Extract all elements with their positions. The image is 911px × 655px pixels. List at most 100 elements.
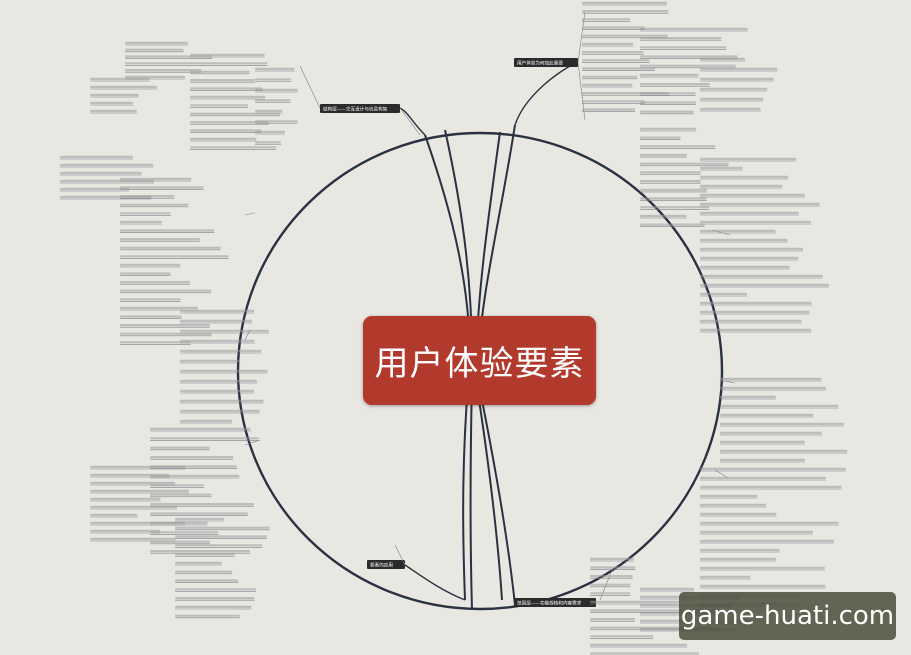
leaf-text-blur <box>720 440 805 443</box>
leaf-text-blur <box>175 535 267 538</box>
leaf-text-blur <box>582 26 645 29</box>
leaf-text-blur <box>720 404 839 407</box>
leaf-text-blur <box>90 473 170 476</box>
leaf-text-blur <box>700 328 812 331</box>
central-topic-node[interactable]: 用户体验要素 <box>363 316 596 405</box>
leaf-text-blur <box>700 503 767 506</box>
leaf-text-blur <box>590 635 654 638</box>
illegible-leaf-text <box>60 1 848 655</box>
leaf-text-blur <box>700 211 800 214</box>
branch-label-element-application[interactable]: 要素的应用 <box>367 560 405 569</box>
leaf-text-blur <box>120 272 171 275</box>
leaf-text-blur <box>120 229 215 232</box>
leaf-text-blur <box>255 88 298 91</box>
branch-label-scope-layer[interactable]: 范围层——功能规格和内容需求 <box>514 598 596 607</box>
leaf-text-blur <box>175 597 255 600</box>
leaf-text-blur <box>590 583 631 586</box>
leaf-text-blur <box>700 476 826 479</box>
leaf-text-blur <box>175 561 222 564</box>
leaf-text-blur <box>120 315 182 318</box>
leaf-text-blur <box>180 329 270 332</box>
leaf-text-blur <box>590 566 636 569</box>
leaf-text-blur <box>582 42 634 45</box>
leaf-text-blur <box>90 77 150 80</box>
leaf-text-blur <box>700 265 790 268</box>
leaf-text-blur <box>590 618 636 621</box>
leaf-text-blur <box>720 431 822 434</box>
leaf-text-blur <box>90 521 185 524</box>
leaf-text-blur <box>120 212 171 215</box>
leaf-text-blur <box>120 203 189 206</box>
leaf-text-blur <box>90 481 176 484</box>
leaf-text-blur <box>640 46 727 49</box>
leaf-text-blur <box>700 512 777 515</box>
leaf-text-blur <box>700 283 830 286</box>
leaf-text-blur <box>180 399 264 402</box>
leaf-text-blur <box>150 484 205 487</box>
branch-label-text: 用户体验为何如此重要 <box>517 60 563 67</box>
leaf-text-blur <box>190 104 249 107</box>
leaf-text-blur <box>590 652 700 655</box>
leaf-text-blur <box>700 229 776 232</box>
leaf-text-blur <box>180 309 255 312</box>
leaf-text-blur <box>700 301 812 304</box>
leaf-text-blur <box>700 557 777 560</box>
leaf-text-blur <box>700 247 804 250</box>
leaf-text-blur <box>255 120 298 123</box>
branch-label-structure-layer[interactable]: 结构层——交互设计与信息构架 <box>320 104 400 113</box>
leaf-text-blur <box>720 377 822 380</box>
leaf-text-blur <box>190 53 265 56</box>
leaf-text-blur <box>700 175 789 178</box>
leaf-text-blur <box>700 539 835 542</box>
leaf-text-blur <box>700 107 761 110</box>
leaf-text-blur <box>190 146 277 149</box>
leaf-text-blur <box>640 214 687 217</box>
leaf-text-blur <box>590 600 681 603</box>
leaf-text-blur <box>190 129 262 132</box>
leaf-text-blur <box>180 369 268 372</box>
leaf-text-blur <box>150 503 254 506</box>
branch-label-user-experience-importance[interactable]: 用户体验为何如此重要 <box>514 58 578 67</box>
watermark-text: game-huati.com <box>680 601 895 631</box>
leaf-text-blur <box>700 566 825 569</box>
leaf-text-blur <box>640 55 738 58</box>
leaf-text-blur <box>640 37 722 40</box>
leaf-text-blur <box>700 238 788 241</box>
leaf-text-blur <box>60 171 142 174</box>
leaf-underline <box>244 212 256 216</box>
leaf-text-blur <box>582 1 668 4</box>
leaf-text-blur <box>700 319 802 322</box>
leaf-text-blur <box>90 93 139 96</box>
leaf-text-blur <box>640 73 699 76</box>
leaf-text-blur <box>255 130 286 133</box>
leaf-text-blur <box>120 281 191 284</box>
leaf-text-blur <box>180 409 260 412</box>
leaf-text-blur <box>640 197 707 200</box>
leaf-text-blur <box>640 110 694 113</box>
leaf-text-blur <box>190 70 250 73</box>
leaf-text-blur <box>120 177 192 180</box>
leaf-text-blur <box>590 592 631 595</box>
leaf-text-blur <box>120 324 210 327</box>
branch-label-text: 要素的应用 <box>370 562 393 569</box>
leaf-text-blur <box>640 136 681 139</box>
leaf-text-blur <box>120 341 191 344</box>
leaf-text-blur <box>150 474 240 477</box>
leaf-underline <box>719 379 736 384</box>
leaf-text-blur <box>590 557 634 560</box>
leaf-text-blur <box>125 69 202 72</box>
leaf-text-blur <box>90 537 176 540</box>
leaf-text-blur <box>640 64 736 67</box>
leaf-text-blur <box>90 465 186 468</box>
leaf-text-blur <box>120 298 181 301</box>
leaf-text-blur <box>582 108 636 111</box>
leaf-text-blur <box>150 427 251 430</box>
central-topic-title: 用户体验要素 <box>374 344 585 384</box>
leaf-underline <box>714 469 729 479</box>
leaf-text-blur <box>700 584 826 587</box>
leaf-text-blur <box>700 274 823 277</box>
leaf-text-blur <box>190 121 269 124</box>
leaf-text-blur <box>150 540 211 543</box>
leaf-text-blur <box>190 137 257 140</box>
leaf-text-blur <box>582 83 633 86</box>
